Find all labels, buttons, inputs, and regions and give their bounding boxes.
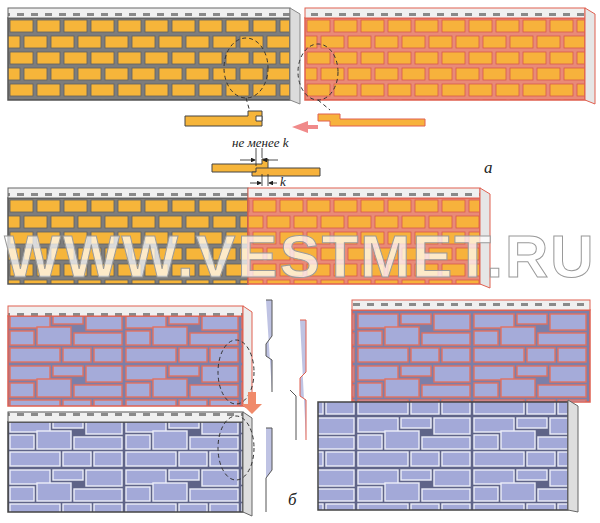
dimension-label: не менее k: [232, 136, 289, 151]
watermark: WWW.VESTMET.RU: [0, 222, 600, 291]
dimension-label: k: [280, 175, 286, 190]
figure-letter: а: [484, 158, 493, 178]
figure-letter: б: [288, 490, 297, 510]
